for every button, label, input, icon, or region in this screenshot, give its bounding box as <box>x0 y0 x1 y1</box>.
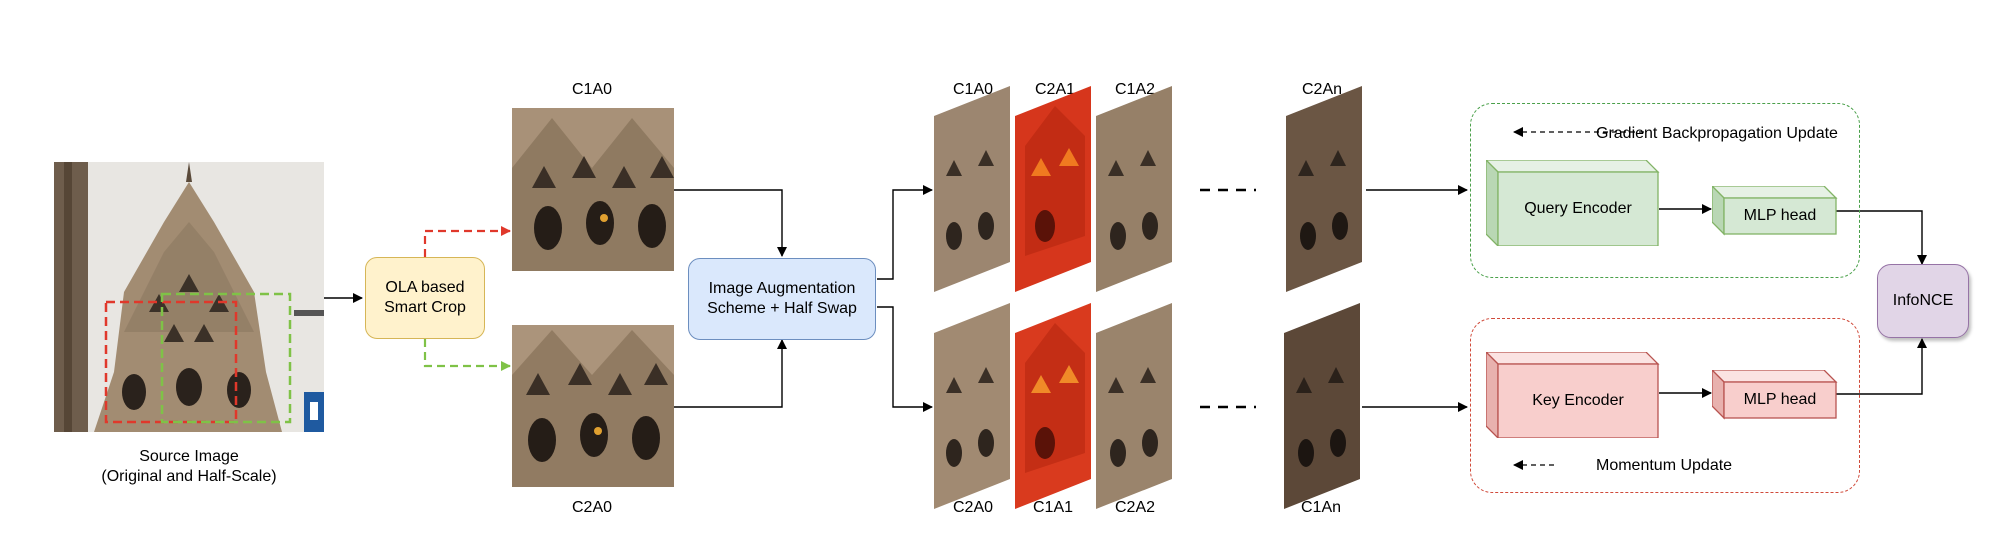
augmentation-box: Image Augmentation Scheme + Half Swap <box>688 258 876 340</box>
view-top-label-2: C2A1 <box>1034 81 1076 98</box>
view-top-label-4: C2An <box>1301 81 1343 98</box>
key-head-label: MLP head <box>1743 391 1817 408</box>
query-head-block <box>1712 186 1838 236</box>
view-bottom-label-3: C2A2 <box>1114 499 1156 516</box>
view-top-label-3: C1A2 <box>1114 81 1156 98</box>
view-bottom-n <box>1284 303 1360 509</box>
key-head-block <box>1712 370 1838 420</box>
infonce-box: InfoNCE <box>1877 264 1969 338</box>
view-top-3 <box>1096 86 1172 292</box>
view-bottom-label-2: C1A1 <box>1032 499 1074 516</box>
crop-bottom-label: C2A0 <box>571 499 613 516</box>
view-bottom-3 <box>1096 303 1172 509</box>
arrow-crop-to-c2a0 <box>423 339 511 371</box>
smart-crop-label-line1: OLA based <box>385 279 465 296</box>
arrow-c1a0-to-augment <box>674 189 787 257</box>
momentum-update-label: Momentum Update <box>1596 457 1733 474</box>
view-top-2 <box>1015 86 1091 292</box>
arrow-key-head-to-loss <box>1836 338 1927 395</box>
crop-bottom-image <box>512 325 674 487</box>
key-encoder-label: Key Encoder <box>1532 392 1624 409</box>
arrow-query-head-to-loss <box>1836 210 1927 265</box>
arrow-c2a0-to-augment <box>674 339 787 408</box>
view-top-n <box>1286 86 1362 292</box>
view-bottom-2 <box>1015 303 1091 509</box>
query-encoder-label: Query Encoder <box>1524 200 1632 217</box>
arrow-augment-to-bottom-views <box>877 306 933 412</box>
source-image <box>54 162 324 432</box>
view-top-1 <box>934 86 1010 292</box>
query-branch-group <box>1470 103 1860 278</box>
view-bottom-label-4: C1An <box>1300 499 1342 516</box>
view-bottom-label-1: C2A0 <box>952 499 994 516</box>
source-caption-line2: (Original and Half-Scale) <box>101 468 277 485</box>
crop-top-image <box>512 108 674 271</box>
augment-label-line1: Image Augmentation <box>708 280 856 297</box>
gradient-update-label: Gradient Backpropagation Update <box>1596 125 1838 142</box>
view-bottom-1 <box>934 303 1010 509</box>
smart-crop-box: OLA based Smart Crop <box>365 257 485 339</box>
arrow-augment-to-top-views <box>877 185 933 280</box>
query-head-label: MLP head <box>1743 207 1817 224</box>
smart-crop-label-line2: Smart Crop <box>384 299 466 316</box>
arrow-crop-to-c1a0 <box>423 226 511 257</box>
crop-top-label: C1A0 <box>571 81 613 98</box>
source-caption-line1: Source Image <box>139 448 239 465</box>
key-branch-group <box>1470 318 1860 493</box>
key-encoder-block <box>1486 352 1660 438</box>
query-encoder-block <box>1486 160 1660 246</box>
view-top-label-1: C1A0 <box>952 81 994 98</box>
augment-label-line2: Scheme + Half Swap <box>707 300 857 317</box>
